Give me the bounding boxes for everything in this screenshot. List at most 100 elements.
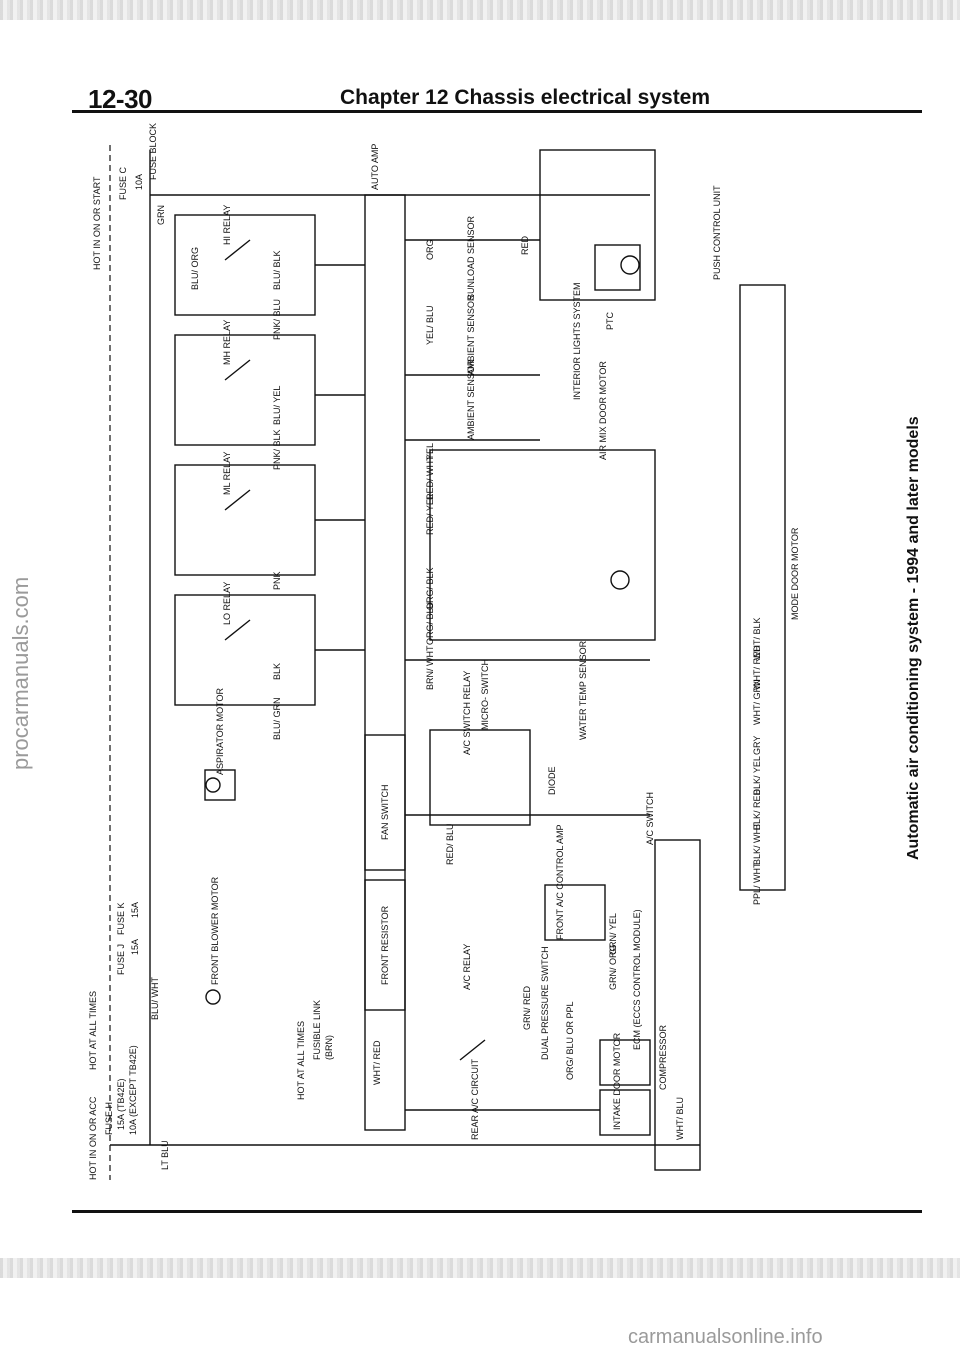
right-connector-bar (654, 839, 701, 1171)
intake-door-box (599, 1089, 651, 1136)
label-ac-switch-relay: A/C SWITCH RELAY (462, 670, 472, 755)
label-ac-relay: A/C RELAY (462, 943, 472, 990)
wire-label-org-blu-ppl: ORG/ BLU OR PPL (565, 1001, 575, 1080)
label-ecm: ECM (ECCS CONTROL MODULE) (632, 909, 642, 1050)
ac-switch-relay-box (429, 729, 531, 826)
wire-label-yel-blu: YEL/ BLU (425, 305, 435, 345)
wire-label-red-yel: RED/ YEL (425, 494, 435, 535)
label-fusible-color: (BRN) (324, 1035, 334, 1060)
wire-label-wht-blk: WHT/ BLK (752, 617, 762, 660)
front-blower-motor-symbol (205, 989, 221, 1005)
label-ac-switch: A/C SWITCH (645, 792, 655, 845)
page-number: 12-30 (88, 84, 153, 114)
wire-label-lt-blu: LT BLU (160, 1140, 170, 1170)
wire-label-blu-wht: BLU/ WHT (150, 976, 160, 1020)
fan-switch-box (364, 734, 406, 871)
wire-label-org: ORG (425, 239, 435, 260)
label-rear-ac-circuit: REAR A/C CIRCUIT (470, 1058, 480, 1140)
label-micro-switch: MICRO- SWITCH (480, 659, 490, 730)
wire-label-blu-org: BLU/ ORG (190, 246, 200, 290)
footer-rule (72, 1210, 922, 1213)
label-diode: DIODE (547, 766, 557, 795)
air-mix-door-box (429, 449, 656, 641)
label-fuse-c: FUSE C (118, 166, 128, 200)
label-fan-switch: FAN SWITCH (380, 784, 390, 841)
wire-label-wht-red: WHT/ RED (372, 1040, 382, 1086)
wire-label-blk-yel: BLK/ YEL (752, 756, 762, 795)
label-fuse-block: FUSE BLOCK (148, 122, 158, 180)
wire-label-brn-wht: BRN/ WHT (425, 645, 435, 691)
chapter-title: Chapter 12 Chassis electrical system (340, 86, 711, 109)
label-hot-start: HOT IN ON OR START (92, 176, 102, 270)
label-lo-relay: LO RELAY (222, 581, 232, 625)
label-aspirator-motor: ASPIRATOR MOTOR (215, 687, 225, 775)
label-fuse-j: FUSE J (116, 943, 126, 975)
wire-label-org-blu: ORG/ BLU (425, 601, 435, 645)
front-ac-amp-box (544, 884, 606, 941)
scan-artifact-bottom (0, 1258, 960, 1278)
label-fusible-link: FUSIBLE LINK (312, 999, 322, 1060)
label-front-blower-motor: FRONT BLOWER MOTOR (210, 876, 220, 985)
wire-label-pnk-blk: PNK/ BLK (272, 429, 282, 470)
wire-label-blk-red: BLK/ RED (752, 788, 762, 830)
wire-label-grn: GRN (156, 205, 166, 225)
label-hot-all-times-1: HOT AT ALL TIMES (88, 990, 98, 1070)
wire-label-ppl-wht: PPL/ WHT (752, 862, 762, 905)
label-ml-relay: ML RELAY (222, 451, 232, 495)
mh-relay-contact (224, 359, 251, 381)
wire-label-gry: GRY (752, 735, 762, 755)
wire-label-blu-blk: BLU/ BLK (272, 250, 282, 290)
wire-label-red-blu: RED/ BLU (445, 823, 455, 865)
label-mode-door-motor: MODE DOOR MOTOR (790, 527, 800, 620)
label-front-ac-amp: FRONT A/C CONTROL AMP (555, 824, 565, 940)
label-ambient-sensor-2: AMBIENT SENSOR (466, 359, 476, 440)
label-interior-lights: INTERIOR LIGHTS SYSTEM (572, 282, 582, 400)
push-control-unit-box (539, 149, 656, 301)
auto-amp-bar (364, 194, 406, 1131)
mh-relay-box (174, 334, 316, 446)
label-fuse-h: FUSE H (104, 1101, 114, 1135)
aspirator-motor-box (204, 769, 236, 801)
compressor-box (599, 1039, 651, 1086)
wire-label-blu-grn: BLU/ GRN (272, 697, 282, 740)
wire-label-grn-yel: GRN/ YEL (608, 913, 618, 955)
label-dual-pressure-switch: DUAL PRESSURE SWITCH (540, 946, 550, 1060)
label-intake-door-motor: INTAKE DOOR MOTOR (612, 1032, 622, 1130)
label-fuse-k: FUSE K (116, 902, 126, 935)
aspirator-motor-symbol (205, 777, 221, 793)
watermark-bottom: carmanualsonline.info (628, 1326, 823, 1348)
label-push-control-unit: PUSH CONTROL UNIT (712, 185, 722, 280)
wire-label-wht-blu: WHT/ BLU (675, 1096, 685, 1140)
label-fuse-h-rating-1: 15A (TB42E) (116, 1078, 126, 1130)
label-hot-acc: HOT IN ON OR ACC (88, 1096, 98, 1180)
label-air-mix-motor: AIR MIX DOOR MOTOR (598, 361, 608, 460)
wire-label-blu-yel: BLU/ YEL (272, 385, 282, 425)
mode-door-bar (739, 284, 786, 891)
hi-relay-contact (224, 239, 251, 261)
label-fuse-j-rating: 15A (130, 938, 140, 955)
air-mix-motor-symbol (610, 570, 630, 590)
label-fuse-c-rating: 10A (134, 173, 144, 190)
wire-label-pnk-blu: PNK/ BLU (272, 298, 282, 340)
wire-label-pnk: PNK (272, 571, 282, 590)
scan-artifact-top (0, 0, 960, 20)
label-sunload-sensor: SUNLOAD SENSOR (466, 215, 476, 300)
wire-label-grn-red: GRN/ RED (522, 985, 532, 1030)
label-mh-relay: MH RELAY (222, 319, 232, 365)
ptc-motor-symbol (620, 255, 640, 275)
ml-relay-contact (224, 489, 251, 511)
label-compressor: COMPRESSOR (658, 1024, 668, 1090)
header-rule (72, 110, 922, 113)
lo-relay-contact (224, 619, 251, 641)
wire-label-red: RED (520, 235, 530, 255)
wire-label-blk: BLK (272, 662, 282, 680)
label-fuse-h-rating-2: 10A (EXCEPT TB42E) (128, 1045, 138, 1135)
label-hot-all-times-2: HOT AT ALL TIMES (296, 1020, 306, 1100)
ptc-box (594, 244, 641, 291)
front-resistor-box (364, 879, 406, 1011)
label-fuse-k-rating: 15A (130, 901, 140, 918)
label-front-resistor: FRONT RESISTOR (380, 905, 390, 985)
ac-relay-contact (459, 1039, 486, 1061)
